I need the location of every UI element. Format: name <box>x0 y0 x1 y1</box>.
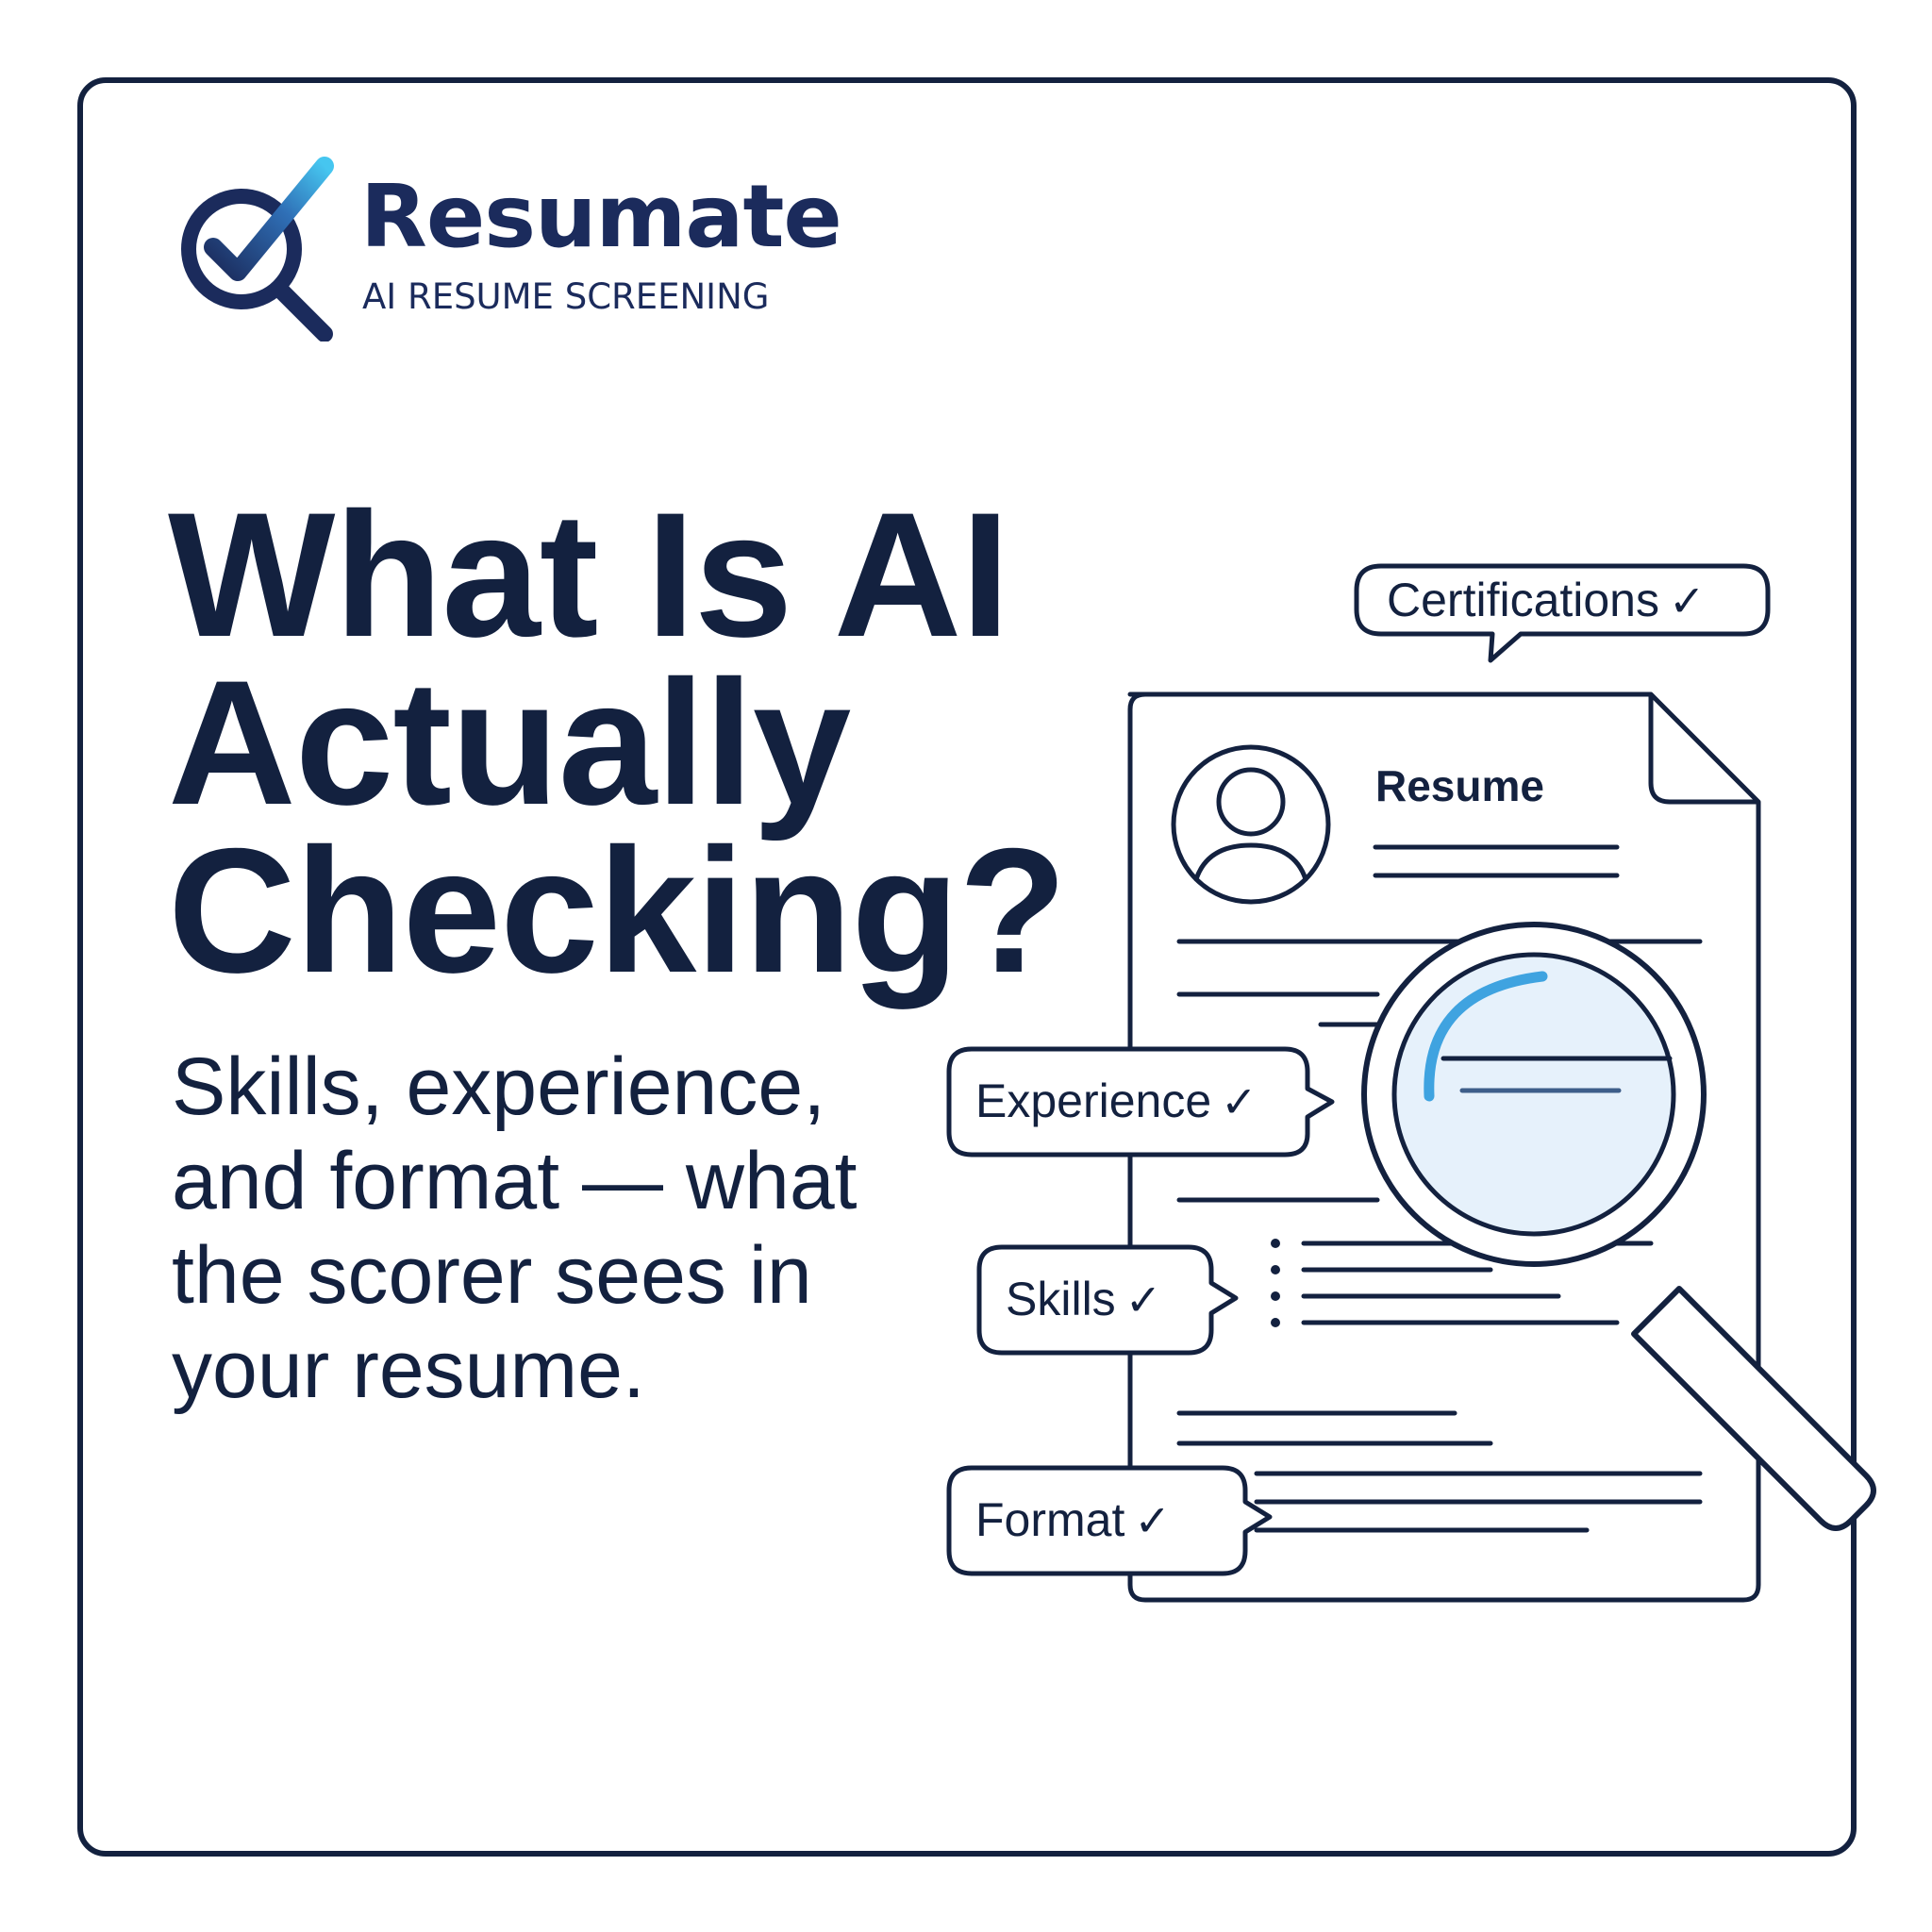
subhead-line: Skills, experience, <box>172 1041 826 1132</box>
tag-certifications: Certifications✓ <box>1387 576 1706 624</box>
resume-illustration: Certifications✓ Experience✓ Skills✓ Form… <box>934 547 1915 1623</box>
check-icon: ✓ <box>1221 1076 1257 1127</box>
subhead: Skills, experience, and format — what th… <box>172 1040 983 1417</box>
subhead-line: your resume. <box>172 1324 645 1415</box>
subhead-line: and format — what <box>172 1136 858 1226</box>
check-icon: ✓ <box>1134 1495 1171 1546</box>
headline-line: Checking? <box>168 811 1067 1009</box>
headline-line: Actually <box>168 643 851 841</box>
tag-label: Certifications <box>1387 574 1659 626</box>
resume-title: Resume <box>1375 761 1544 810</box>
skills-bubble <box>976 1244 1239 1356</box>
tag-format: Format✓ <box>975 1496 1171 1543</box>
bullet-dots <box>1271 1239 1280 1327</box>
tag-skills: Skills✓ <box>1006 1275 1161 1323</box>
header-lines <box>1373 844 1620 878</box>
magnifying-glass-icon <box>1361 922 1876 1531</box>
folded-corner <box>1648 694 1758 805</box>
certifications-bubble <box>1354 563 1771 663</box>
tag-label: Experience <box>975 1074 1212 1127</box>
format-bubble <box>946 1465 1273 1576</box>
headline: What Is AI Actually Checking? <box>168 475 1067 1009</box>
user-avatar-icon <box>1171 744 1331 905</box>
subhead-line: the scorer sees in <box>172 1230 812 1321</box>
tag-experience: Experience✓ <box>975 1077 1257 1124</box>
tag-label: Skills <box>1006 1273 1116 1325</box>
check-icon: ✓ <box>1669 575 1706 626</box>
headline-line: What Is AI <box>168 475 1010 674</box>
resume-illustration-svg <box>946 563 1876 1603</box>
check-icon: ✓ <box>1124 1274 1162 1325</box>
brand-logo: Resumate AI RESUME SCREENING <box>175 157 855 345</box>
tag-label: Format <box>975 1493 1125 1546</box>
magnifier-check-icon <box>181 157 334 341</box>
brand-tagline: AI RESUME SCREENING <box>362 276 770 317</box>
experience-bubble <box>946 1046 1335 1158</box>
brand-name: Resumate <box>360 166 842 267</box>
